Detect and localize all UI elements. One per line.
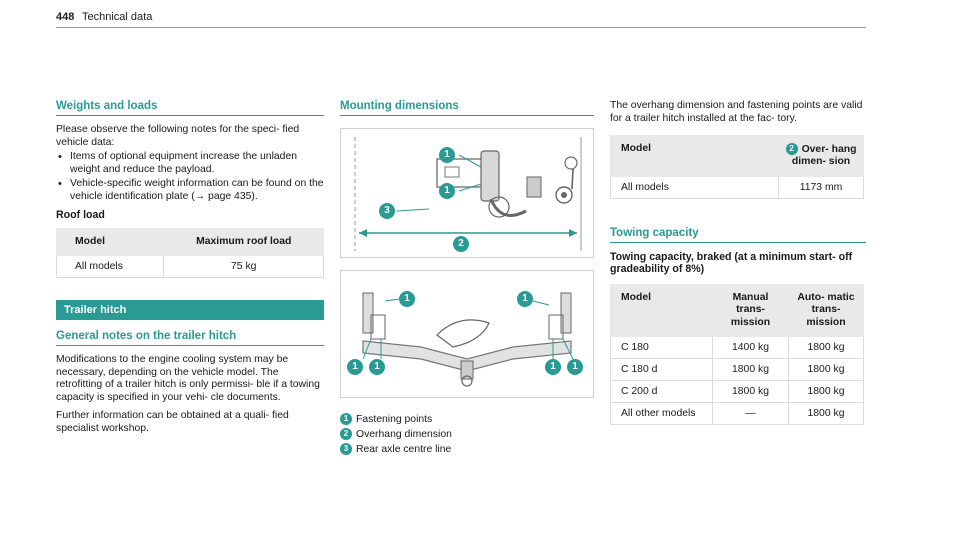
table-header-row: Model Manual trans- mission Auto- matic … xyxy=(610,283,864,338)
general-notes-heading: General notes on the trailer hitch xyxy=(56,330,324,346)
figure-side-view: 1 1 3 2 xyxy=(340,128,594,258)
cell-auto: 1800 kg xyxy=(788,380,864,404)
trailer-para-2: Further information can be obtained at a… xyxy=(56,410,289,434)
mounting-heading: Mounting dimensions xyxy=(340,100,594,116)
legend-item: 1 Fastening points xyxy=(340,412,594,427)
weights-bullet-1: Items of optional equipment increase the… xyxy=(56,151,324,176)
legend-num: 3 xyxy=(340,443,352,456)
col-max-roof-load: Maximum roof load xyxy=(163,227,324,256)
legend-text: Overhang dimension xyxy=(356,429,452,440)
cell-model: C 200 d xyxy=(610,380,713,404)
legend-text: Rear axle centre line xyxy=(356,444,452,455)
callout-1-upper: 1 xyxy=(439,147,455,163)
callout-1-bottom-left-a: 1 xyxy=(347,359,363,375)
col-model: Model xyxy=(610,283,713,338)
cell-manual: 1800 kg xyxy=(712,380,789,404)
legend-item: 2 Overhang dimension xyxy=(340,427,594,442)
cell-manual: 1800 kg xyxy=(712,358,789,382)
col-manual: Manual trans- mission xyxy=(712,283,789,338)
col-model: Model xyxy=(55,227,165,256)
weights-heading: Weights and loads xyxy=(56,100,324,116)
table-row: All other models — 1800 kg xyxy=(610,402,864,426)
callout-1-lower: 1 xyxy=(439,183,455,199)
cell-model: All models xyxy=(610,175,779,199)
callout-3: 3 xyxy=(379,203,395,219)
table-row: All models 75 kg xyxy=(55,255,324,278)
callout-1-bottom-right-b: 1 xyxy=(567,359,583,375)
roof-load-title: Roof load xyxy=(56,209,105,221)
cell-value: 75 kg xyxy=(163,255,324,278)
cell-manual: 1400 kg xyxy=(712,336,789,360)
col-model: Model xyxy=(610,135,779,177)
callout-1-top-left: 1 xyxy=(399,291,415,307)
cell-value: 1173 mm xyxy=(778,175,864,199)
column-left: Weights and loads Please observe the fol… xyxy=(55,100,324,435)
towing-heading: Towing capacity xyxy=(610,227,866,243)
callout-2: 2 xyxy=(453,236,469,252)
cell-model: C 180 xyxy=(610,336,713,360)
col-overhang-label: Over- hang dimen- sion xyxy=(791,143,857,168)
cell-model: C 180 d xyxy=(610,358,713,382)
towing-table: Model Manual trans- mission Auto- matic … xyxy=(610,283,864,426)
weights-intro: Please observe the following notes for t… xyxy=(56,124,300,148)
legend-item: 3 Rear axle centre line xyxy=(340,442,594,457)
column-right: The overhang dimension and fastening poi… xyxy=(610,100,866,426)
cell-auto: 1800 kg xyxy=(788,358,864,382)
rear-view-drawing xyxy=(362,292,574,387)
page-header: 448 Technical data xyxy=(56,8,866,28)
cell-auto: 1800 kg xyxy=(788,402,864,426)
figure-rear-view: 1 1 1 1 1 1 xyxy=(340,270,594,398)
cell-model: All models xyxy=(55,255,165,278)
col-auto: Auto- matic trans- mission xyxy=(788,283,864,338)
cell-manual: — xyxy=(712,402,789,426)
legend-num: 2 xyxy=(340,428,352,441)
table-header-row: Model Maximum roof load xyxy=(55,227,324,256)
table-row: All models 1173 mm xyxy=(610,175,864,199)
table-row: C 200 d 1800 kg 1800 kg xyxy=(610,380,864,404)
page-number: 448 xyxy=(56,11,75,23)
legend-num: 1 xyxy=(340,413,352,426)
trailer-para-1: Modifications to the engine cooling syst… xyxy=(56,354,320,403)
table-row: C 180 1400 kg 1800 kg xyxy=(610,336,864,360)
callout-1-bottom-left-b: 1 xyxy=(369,359,385,375)
table-row: C 180 d 1800 kg 1800 kg xyxy=(610,358,864,382)
callout-1-bottom-right-a: 1 xyxy=(545,359,561,375)
cell-model: All other models xyxy=(610,402,713,426)
side-view-drawing xyxy=(354,137,582,251)
overhang-intro: The overhang dimension and fastening poi… xyxy=(610,100,863,124)
callout-1-top-right: 1 xyxy=(517,291,533,307)
towing-subheading: Towing capacity, braked (at a minimum st… xyxy=(610,250,853,276)
page-title: Technical data xyxy=(82,11,153,23)
column-middle: Mounting dimensions 1 1 3 2 xyxy=(340,100,594,457)
weights-bullet-2: Vehicle-specific weight information can … xyxy=(56,178,324,203)
roof-load-table: Model Maximum roof load All models 75 kg xyxy=(55,227,324,278)
legend-text: Fastening points xyxy=(356,414,433,425)
cell-auto: 1800 kg xyxy=(788,336,864,360)
overhang-num-badge: 2 xyxy=(785,143,798,155)
trailer-hitch-title: Trailer hitch xyxy=(56,300,324,320)
